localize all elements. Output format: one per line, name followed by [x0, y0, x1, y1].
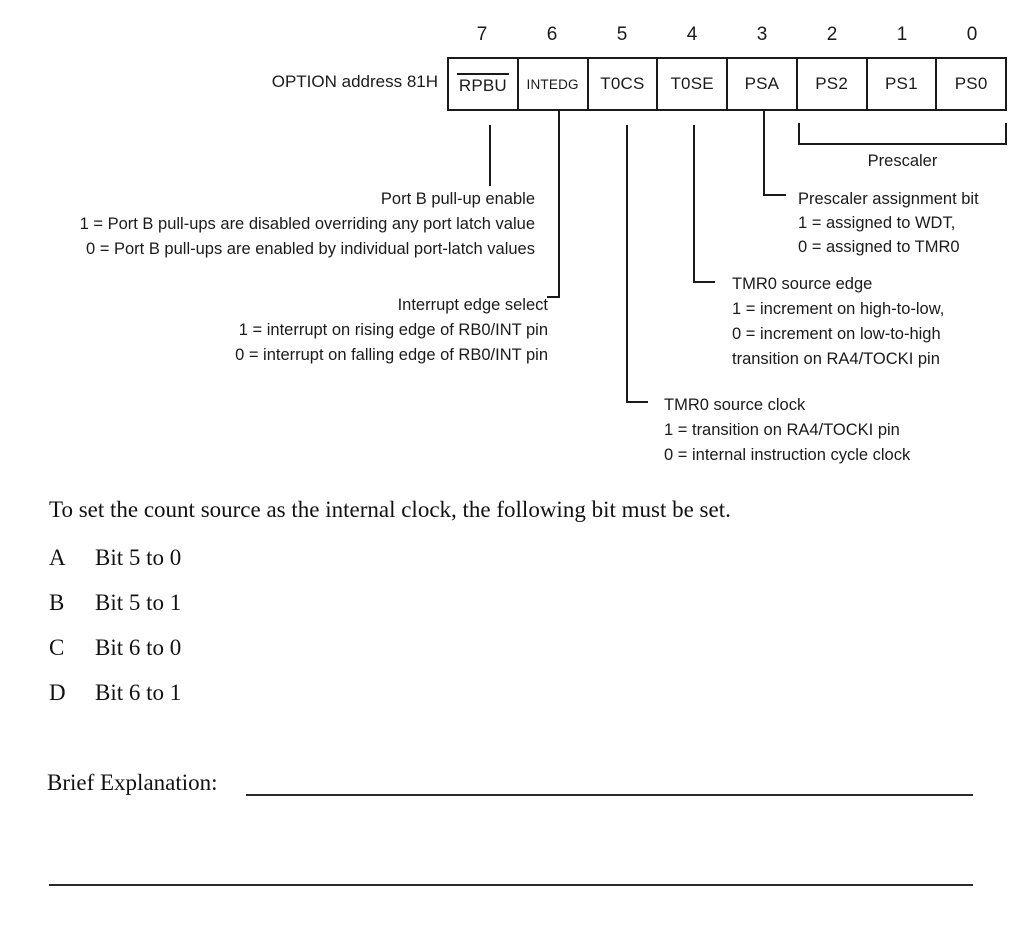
bit-number-0: 0 — [966, 24, 978, 45]
option-letter-a: A — [49, 545, 66, 570]
bit3-connector-elbow — [763, 194, 786, 196]
option-letter-b: B — [49, 590, 65, 615]
bit4-name: T0SE — [670, 74, 714, 93]
bit5-connector-line — [626, 125, 628, 403]
t0cs-value0: 0 = internal instruction cycle clock — [664, 446, 911, 464]
register-cell-bit7: RPBU — [449, 59, 519, 109]
portb-title: Port B pull-up enable — [380, 190, 535, 208]
bit3-connector-line — [763, 111, 765, 196]
brief-explanation-label: Brief Explanation: — [47, 770, 218, 795]
register-cell-bit0: PS0 — [937, 59, 1005, 109]
option-letter-d: D — [49, 680, 66, 705]
explanation-writing-line-2 — [49, 884, 973, 886]
register-cell-bit5: T0CS — [589, 59, 659, 109]
psa-value1: 1 = assigned to WDT, — [798, 214, 956, 232]
option-text-b: Bit 5 to 1 — [95, 590, 182, 615]
prescaler-bracket-left — [798, 123, 800, 145]
bit-number-6: 6 — [546, 24, 558, 45]
bit0-name: PS0 — [954, 74, 988, 93]
bit-number-3: 3 — [756, 24, 768, 45]
option-text-d: Bit 6 to 1 — [95, 680, 182, 705]
portb-value1: 1 = Port B pull-ups are disabled overrid… — [79, 215, 535, 233]
bit1-name: PS1 — [885, 74, 918, 93]
bit4-connector-line — [693, 125, 695, 283]
register-cell-bit4: T0SE — [658, 59, 728, 109]
option-row-d: D Bit 6 to 1 — [49, 680, 181, 706]
intedg-value0: 0 = interrupt on falling edge of RB0/INT… — [235, 346, 548, 364]
t0se-value0b: transition on RA4/TOCKI pin — [732, 350, 940, 368]
psa-value0: 0 = assigned to TMR0 — [798, 238, 960, 256]
bit5-connector-elbow — [626, 401, 648, 403]
t0se-value0: 0 = increment on low-to-high — [732, 325, 941, 343]
bit6-connector-elbow — [547, 296, 560, 298]
prescaler-label: Prescaler — [867, 152, 938, 170]
tmr0-source-edge-annotation: TMR0 source edge 1 = increment on high-t… — [732, 272, 944, 372]
intedg-title: Interrupt edge select — [397, 296, 548, 314]
interrupt-edge-annotation: Interrupt edge select 1 = interrupt on r… — [100, 293, 548, 368]
register-address-label: OPTION address 81H — [271, 72, 438, 91]
intedg-value1: 1 = interrupt on rising edge of RB0/INT … — [238, 321, 548, 339]
bit6-connector-line — [558, 111, 560, 298]
bit-number-2: 2 — [826, 24, 838, 45]
option-row-b: B Bit 5 to 1 — [49, 590, 181, 616]
portb-pullup-annotation: Port B pull-up enable 1 = Port B pull-up… — [14, 187, 535, 262]
bit4-connector-elbow — [693, 281, 715, 283]
option-letter-c: C — [49, 635, 65, 660]
option-row-c: C Bit 6 to 0 — [49, 635, 181, 661]
bit6-name: INTEDG — [526, 76, 579, 92]
option-text-c: Bit 6 to 0 — [95, 635, 182, 660]
bit3-name: PSA — [744, 74, 780, 93]
bit5-name: T0CS — [600, 74, 645, 93]
bit-number-1: 1 — [896, 24, 908, 45]
register-cell-bit6: INTEDG — [519, 59, 589, 109]
option-text-a: Bit 5 to 0 — [95, 545, 182, 570]
bit-number-5: 5 — [616, 24, 628, 45]
explanation-writing-line-1 — [246, 794, 973, 796]
t0se-title: TMR0 source edge — [732, 275, 873, 293]
prescaler-assignment-annotation: Prescaler assignment bit 1 = assigned to… — [798, 187, 979, 259]
bit-number-7: 7 — [476, 24, 488, 45]
option-register-box: RPBU INTEDG T0CS T0SE PSA PS2 PS1 PS0 — [447, 57, 1007, 111]
t0cs-value1: 1 = transition on RA4/TOCKI pin — [664, 421, 900, 439]
register-cell-bit2: PS2 — [798, 59, 868, 109]
tmr0-source-clock-annotation: TMR0 source clock 1 = transition on RA4/… — [664, 393, 910, 468]
prescaler-bracket-right — [1005, 123, 1007, 145]
portb-value0: 0 = Port B pull-ups are enabled by indiv… — [86, 240, 535, 258]
bit-number-4: 4 — [686, 24, 698, 45]
prescaler-bracket-bottom — [798, 143, 1007, 145]
bit2-name: PS2 — [815, 74, 848, 93]
register-cell-bit1: PS1 — [868, 59, 938, 109]
psa-title: Prescaler assignment bit — [798, 190, 979, 208]
question-prompt: To set the count source as the internal … — [49, 497, 731, 522]
option-row-a: A Bit 5 to 0 — [49, 545, 181, 571]
bit7-connector-line — [489, 125, 491, 186]
t0se-value1: 1 = increment on high-to-low, — [732, 300, 945, 318]
t0cs-title: TMR0 source clock — [664, 396, 806, 414]
register-cell-bit3: PSA — [728, 59, 798, 109]
bit7-name: RPBU — [456, 72, 509, 96]
